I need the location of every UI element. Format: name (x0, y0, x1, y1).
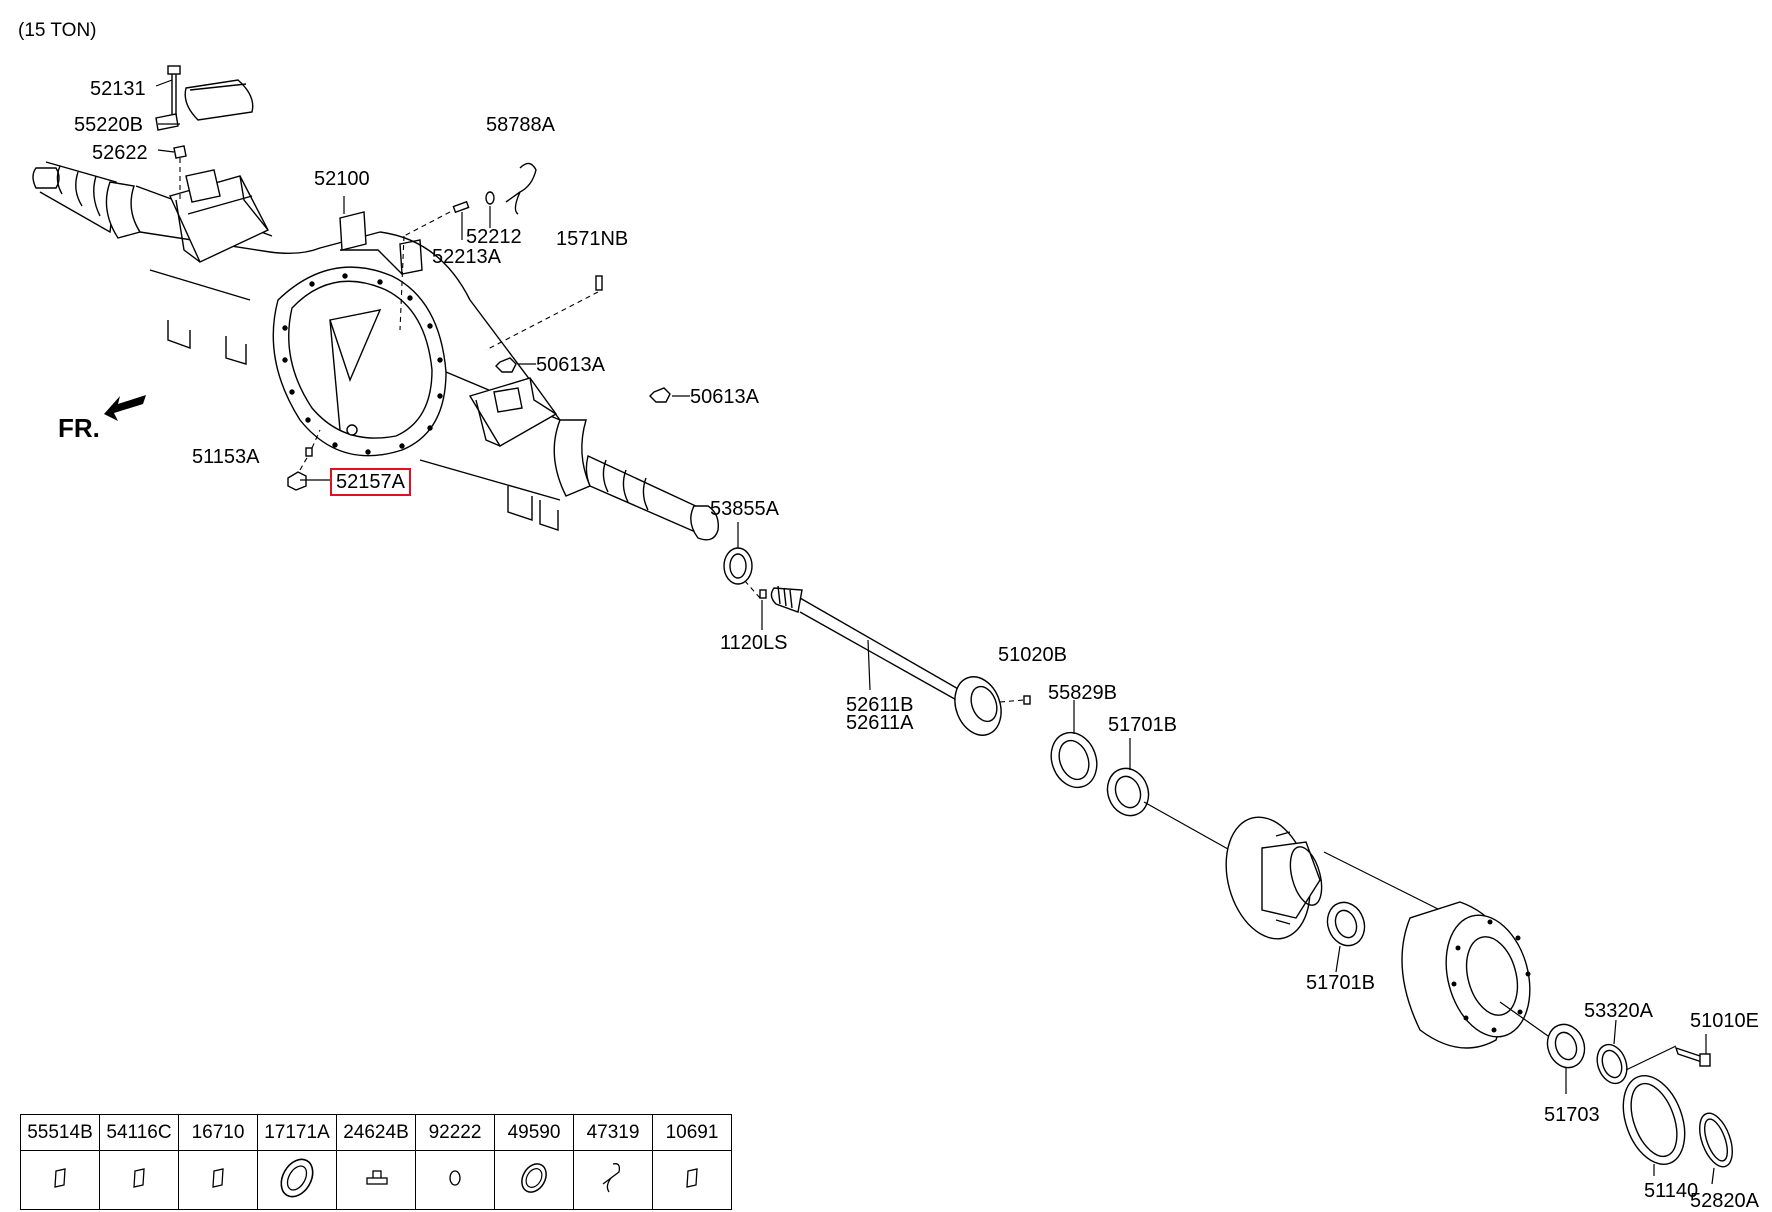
drain-plug-group (287, 429, 321, 491)
seal-51140 (1622, 1075, 1686, 1165)
legend-icon-cell[interactable] (573, 1150, 653, 1210)
legend-icon-cell[interactable] (257, 1150, 337, 1210)
wheel-hub (1225, 816, 1323, 940)
legend-code[interactable]: 49590 (494, 1114, 574, 1151)
part-label-52212[interactable]: 52212 (466, 226, 522, 248)
part-label-53855A[interactable]: 53855A (710, 498, 779, 520)
seal-55829B (1050, 731, 1098, 789)
legend-code[interactable]: 55514B (20, 1114, 100, 1151)
legend-icon-cell[interactable] (336, 1150, 416, 1210)
page-title: (15 TON) (18, 20, 97, 41)
small-ring-icon (449, 1169, 461, 1186)
legend-icon-cell[interactable] (99, 1150, 179, 1210)
plug-icon (133, 1167, 145, 1188)
part-label-51701B-outer[interactable]: 51701B (1108, 714, 1177, 736)
legend-code[interactable]: 16710 (178, 1114, 258, 1151)
legend-code[interactable]: 54116C (99, 1114, 179, 1151)
legend-icon-cell[interactable] (652, 1150, 732, 1210)
bearing-51703 (1546, 1023, 1586, 1069)
clip-icon (602, 1162, 621, 1192)
part-label-51140[interactable]: 51140 (1644, 1180, 1699, 1202)
part-label-50613A-lower[interactable]: 50613A (690, 386, 759, 408)
seal-ring-icon (280, 1158, 314, 1197)
part-label-52100[interactable]: 52100 (314, 168, 370, 190)
u-bolt-group (155, 65, 254, 200)
breather-group (399, 162, 671, 403)
part-label-52611A[interactable]: 52611A (846, 712, 914, 734)
part-label-52157A-highlighted[interactable]: 52157A (330, 468, 411, 496)
part-label-51153A[interactable]: 51153A (192, 446, 260, 468)
front-label: FR. (58, 413, 100, 443)
legend-icon-row (20, 1150, 732, 1210)
part-label-50613A-upper[interactable]: 50613A (536, 354, 605, 376)
part-label-1120LS[interactable]: 1120LS (720, 632, 788, 654)
legend-icon-cell[interactable] (415, 1150, 495, 1210)
plug-icon (54, 1167, 66, 1188)
part-label-51701B-inner[interactable]: 51701B (1306, 972, 1375, 994)
part-label-51703[interactable]: 51703 (1544, 1104, 1600, 1126)
part-label-51020B[interactable]: 51020B (998, 644, 1067, 666)
legend-code[interactable]: 17171A (257, 1114, 337, 1151)
part-label-52611B[interactable]: 52611B (846, 694, 914, 716)
legend-code[interactable]: 92222 (415, 1114, 495, 1151)
bolt-icon (366, 1169, 388, 1185)
ring-52820A (1699, 1112, 1733, 1168)
part-label-51010E[interactable]: 51010E (1690, 1010, 1759, 1032)
part-label-52213A[interactable]: 52213A (432, 246, 501, 268)
plug-icon (686, 1167, 698, 1188)
legend-code[interactable]: 24624B (336, 1114, 416, 1151)
legend-code[interactable]: 10691 (652, 1114, 732, 1151)
legend-code[interactable]: 47319 (573, 1114, 653, 1151)
brake-drum (1401, 901, 1531, 1049)
front-arrow-icon (104, 395, 146, 421)
bearing-51701B-outer (1106, 767, 1150, 817)
part-label-52622[interactable]: 52622 (92, 142, 148, 164)
legend-icon-cell[interactable] (20, 1150, 100, 1210)
bearing-51701B-inner (1326, 901, 1366, 947)
part-label-1571NB[interactable]: 1571NB (556, 228, 629, 250)
axle-shaft (770, 585, 1031, 736)
legend-icon-cell[interactable] (494, 1150, 574, 1210)
part-label-58788A[interactable]: 58788A (486, 114, 555, 136)
part-label-55829B[interactable]: 55829B (1048, 682, 1117, 704)
part-label-55220B[interactable]: 55220B (74, 114, 143, 136)
axle-housing (32, 161, 719, 541)
legend-code-row: 55514B 54116C 16710 17171A 24624B 92222 … (20, 1114, 732, 1151)
part-label-52820A[interactable]: 52820A (1690, 1190, 1759, 1212)
plug-icon (212, 1167, 224, 1188)
ring-53320A (1596, 1043, 1628, 1085)
parts-legend-table: 55514B 54116C 16710 17171A 24624B 92222 … (20, 1114, 732, 1210)
part-label-52131[interactable]: 52131 (90, 78, 146, 100)
washer-icon (521, 1162, 547, 1193)
part-label-53320A[interactable]: 53320A (1584, 1000, 1653, 1022)
legend-icon-cell[interactable] (178, 1150, 258, 1210)
